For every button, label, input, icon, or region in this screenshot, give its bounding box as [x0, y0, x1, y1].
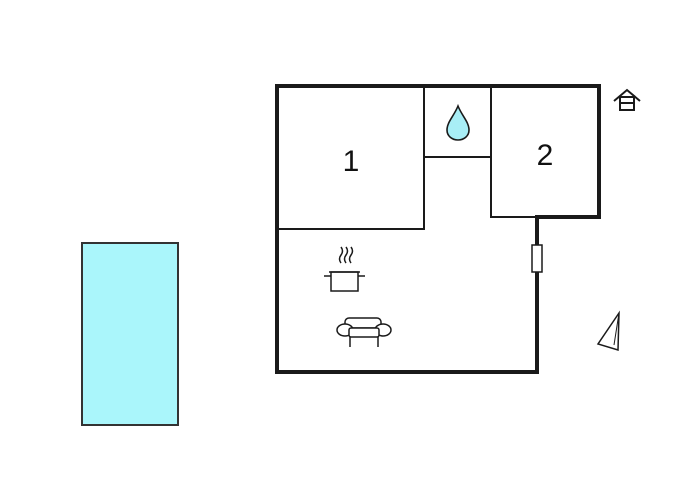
- north-arrow-icon: [596, 310, 620, 351]
- north-arrow-spine: [613, 312, 620, 346]
- water-drop-icon: [446, 103, 470, 141]
- sofa-icon: [336, 317, 392, 347]
- cooking-pot-icon: [324, 246, 365, 292]
- room-2-label: 2: [537, 139, 554, 172]
- house-icon: [613, 88, 641, 111]
- window-marker: [531, 244, 543, 273]
- interior-walls: [277, 86, 537, 230]
- swimming-pool: [81, 242, 179, 426]
- room-1-label: 1: [343, 145, 360, 178]
